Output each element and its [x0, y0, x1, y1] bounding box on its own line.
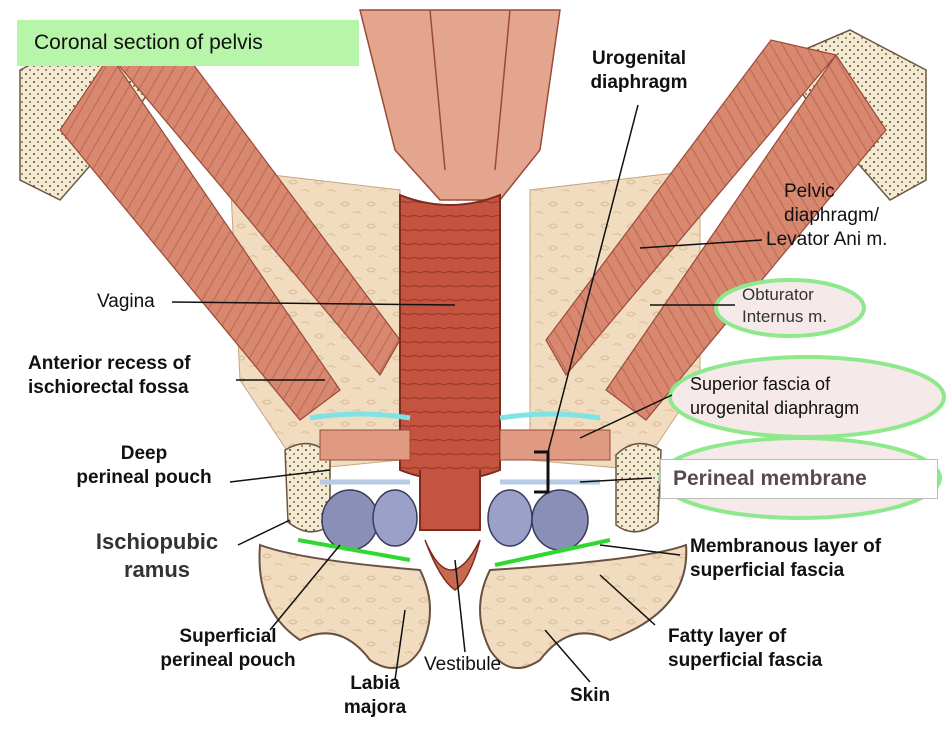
vagina-wall	[400, 195, 500, 480]
vestibule	[425, 540, 480, 590]
label-ischiopubic-ramus: Ischiopubic ramus	[72, 528, 242, 584]
label-vagina: Vagina	[97, 290, 155, 314]
label-perineal-membrane: Perineal membrane	[673, 467, 867, 491]
perineal-membrane-box: Perineal membrane	[660, 459, 938, 499]
label-vestibule: Vestibule	[424, 653, 501, 677]
label-deep-perineal-pouch: Deep perineal pouch	[62, 442, 226, 490]
label-superior-fascia: Superior fascia of urogenital diaphragm	[690, 372, 859, 420]
label-membranous-layer: Membranous layer of superficial fascia	[690, 535, 881, 583]
label-superficial-perineal-pouch: Superficial perineal pouch	[148, 625, 308, 673]
label-fatty-layer: Fatty layer of superficial fascia	[668, 625, 822, 673]
label-anterior-recess: Anterior recess of ischiorectal fossa	[28, 352, 191, 400]
label-labia-majora: Labia majora	[335, 672, 415, 720]
uterus-upper	[360, 10, 560, 200]
label-pelvic-diaphragm: Pelvic diaphragm/ Levator Ani m.	[766, 180, 887, 252]
diagram-title: Coronal section of pelvis	[34, 31, 263, 55]
ischiopubic-ramus-right	[616, 444, 661, 532]
label-urogenital-diaphragm: Urogenital diaphragm	[574, 47, 704, 95]
label-obturator-internus: Obturator Internus m.	[742, 284, 827, 328]
title-box: Coronal section of pelvis	[17, 20, 359, 66]
label-skin: Skin	[570, 684, 610, 708]
